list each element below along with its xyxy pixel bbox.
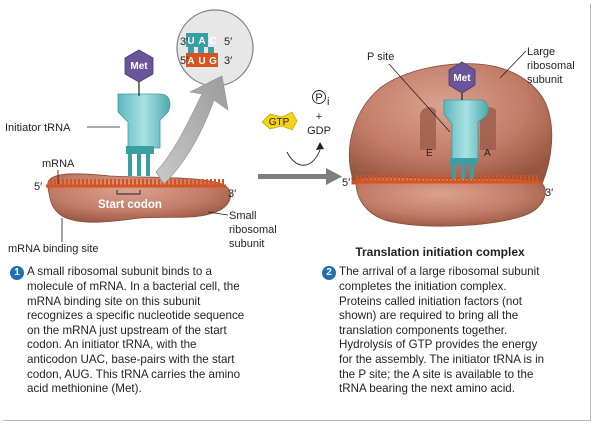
- small-subunit-label-3: subunit: [229, 238, 264, 250]
- step1-line-3: mRNA binding site on this subunit: [27, 294, 201, 308]
- start-codon-label: Start codon: [98, 199, 162, 211]
- hydrolysis-curve: [286, 149, 321, 166]
- step2-line-6: Hydrolysis of GTP provides the energy: [339, 338, 538, 352]
- initiator-trna-left: [117, 93, 171, 176]
- initiator-trna-label: Initiator tRNA: [5, 122, 71, 134]
- codon-3prime: 3′: [224, 55, 232, 67]
- step2-line-3: Proteins called initiation factors (not: [339, 294, 523, 308]
- plus-sign: +: [316, 111, 322, 123]
- step1-line-4: recognizes a specific nucleotide sequenc…: [27, 309, 245, 323]
- initiator-trna-right: [443, 99, 489, 179]
- codon-5prime: 5′: [180, 55, 188, 67]
- anticodon-base-1: U: [187, 36, 194, 47]
- step2-line-1: The arrival of a large ribosomal subunit: [339, 265, 540, 278]
- step2-line-5: translation components together.: [339, 323, 508, 337]
- mrna-label: mRNA: [42, 158, 75, 170]
- codon-detail: [186, 33, 218, 67]
- step2-line-9: tRNA bearing the next amino acid.: [339, 382, 515, 396]
- met-label-left: Met: [130, 61, 148, 72]
- large-subunit-label-3: subunit: [527, 74, 562, 86]
- p-site-leader: [388, 63, 451, 133]
- large-subunit-leader: [499, 50, 527, 79]
- step2-number-badge: 2: [322, 266, 336, 280]
- mrna-3prime-right: 3′: [545, 187, 553, 199]
- codon-base-1: A: [187, 56, 194, 67]
- start-codon-bracket: [116, 190, 141, 195]
- gtp-starburst: [261, 111, 298, 131]
- step2-line-4: shown) are required to bring all the: [339, 309, 519, 323]
- small-ribosomal-subunit-right: [355, 176, 546, 227]
- hydrolysis-arrowhead: [316, 142, 324, 150]
- codon-base-3: G: [209, 56, 217, 67]
- phosphate-circle: [312, 90, 326, 104]
- anticodon-base-2: A: [198, 36, 205, 47]
- anticodon-base-3: C: [209, 36, 216, 47]
- anticodon-5prime: 5′: [224, 36, 232, 48]
- small-subunit-leader: [207, 211, 229, 216]
- gtp-label: GTP: [269, 117, 290, 128]
- step1-line-9: acid methionine (Met).: [27, 382, 142, 396]
- zoom-arrow: [155, 75, 229, 185]
- met-hexagon-right: [448, 61, 476, 94]
- step2-line-7: for the assembly. The initiator tRNA is …: [339, 352, 545, 366]
- mrna-5prime-left: 5′: [34, 181, 42, 193]
- complex-title: Translation initiation complex: [355, 245, 525, 259]
- mrna-3prime-left: 3′: [228, 188, 236, 200]
- step1-line-2: molecule of mRNA. In a bacterial cell, t…: [27, 280, 240, 293]
- anticodon-3prime: 3′: [180, 36, 188, 48]
- codon-base-2: U: [198, 56, 205, 67]
- step1-line-8: codon, AUG. This tRNA carries the amino: [27, 367, 241, 381]
- e-site-label: E: [426, 148, 433, 159]
- a-site-label: A: [484, 148, 491, 159]
- step1-line-6: codon. An initiator tRNA, with the: [27, 338, 197, 352]
- process-arrow-head: [326, 168, 342, 185]
- pi-label: P: [315, 92, 322, 104]
- gdp-label: GDP: [307, 125, 331, 137]
- step1-line-5: on the mRNA just upstream of the start: [27, 323, 227, 337]
- step2-line-8: the P site; the A site is available to t…: [339, 367, 534, 381]
- mrna-5prime-right: 5′: [342, 177, 350, 189]
- mrna-binding-site-label: mRNA binding site: [8, 243, 99, 255]
- mrna-strand-right: [352, 175, 542, 184]
- step1-number-badge: 1: [10, 266, 24, 280]
- met-hexagon-left: [124, 49, 154, 83]
- pi-subscript: i: [327, 96, 329, 108]
- large-subunit-label-2: ribosomal: [527, 60, 575, 72]
- large-subunit-label-1: Large: [527, 46, 555, 58]
- step2-line-2: completes the initiation complex.: [339, 280, 507, 293]
- small-subunit-label-1: Small: [229, 210, 257, 222]
- p-site-label: P site: [367, 51, 394, 63]
- small-subunit-label-2: ribosomal: [229, 224, 277, 236]
- met-label-right: Met: [453, 73, 471, 84]
- figure-frame: [3, 4, 591, 421]
- step1-line-7: anticodon UAC, base-pairs with the start: [27, 352, 235, 366]
- process-arrow-shaft: [258, 174, 326, 179]
- step1-line-1: A small ribosomal subunit binds to a: [27, 265, 212, 278]
